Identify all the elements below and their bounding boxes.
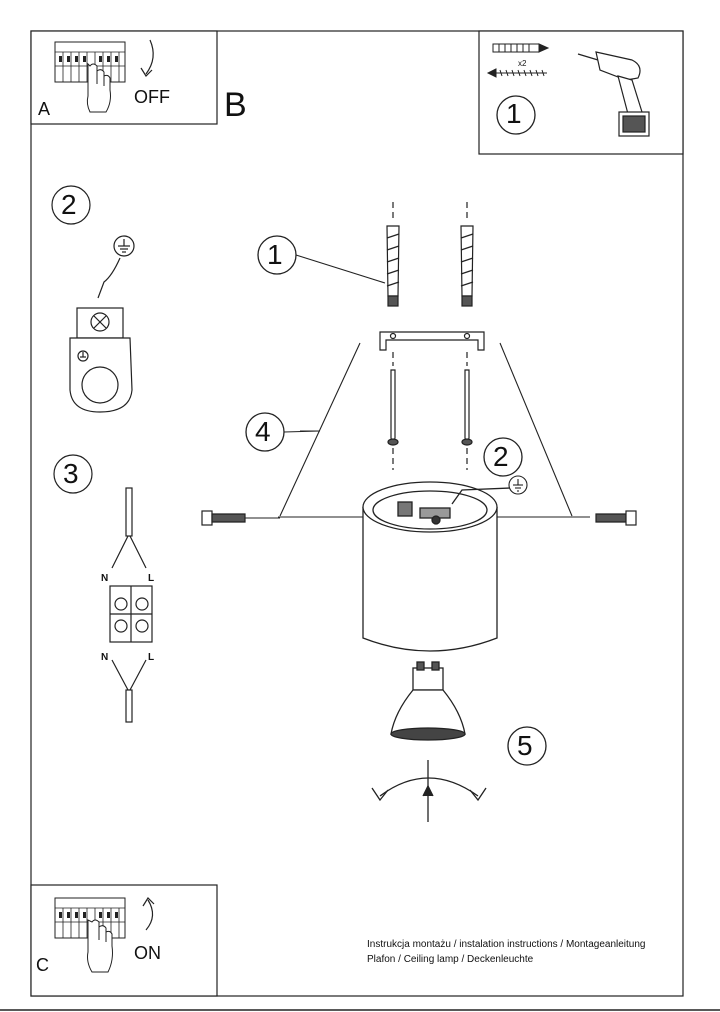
tools-quantity: x2 — [518, 59, 527, 68]
step-earth-detail-number: 2 — [61, 189, 77, 220]
step-circle — [483, 437, 523, 477]
hand-icon — [87, 919, 113, 973]
switch-down-arrow-icon — [140, 39, 154, 77]
page-frame — [30, 30, 684, 997]
ceiling-dowel-left — [386, 202, 400, 307]
panel-a-label: OFF — [134, 87, 170, 107]
gu10-bulb — [390, 661, 466, 741]
leader-cover — [283, 430, 321, 433]
footer-title: Instrukcja montażu / instalation instruc… — [367, 939, 646, 950]
lamp-body — [362, 481, 511, 652]
step-circle — [51, 185, 91, 225]
step-dowels-number: 1 — [267, 239, 283, 270]
panel-b-letter: B — [224, 86, 247, 124]
terminal-label-n-bottom: N — [101, 652, 109, 663]
twist-arrow-icon — [371, 760, 487, 822]
step-cover-number: 4 — [255, 416, 271, 447]
wiring-detail — [53, 454, 153, 723]
step-circle — [496, 95, 536, 135]
mounting-bracket — [379, 331, 485, 351]
footer-subtitle: Plafon / Ceiling lamp / Deckenleuchte — [367, 954, 534, 965]
step-bulb-number: 5 — [517, 730, 533, 761]
panel-c-switch-on — [30, 884, 218, 997]
screw-icon — [486, 68, 547, 78]
panel-c-letter: C — [36, 955, 49, 975]
earth-symbol-icon — [113, 235, 135, 257]
ceiling-dowel-right — [460, 202, 474, 307]
step-circle — [53, 454, 93, 494]
terminal-label-l-top: L — [148, 573, 155, 584]
side-screw-left — [201, 510, 246, 526]
leader-dowel — [295, 254, 386, 284]
drill-icon — [577, 51, 650, 137]
hand-icon — [86, 62, 111, 113]
panel-c-label: ON — [134, 943, 161, 963]
step-wiring-detail-number: 3 — [63, 458, 79, 489]
terminal-label-n-top: N — [101, 573, 109, 584]
tools-step-number: 1 — [506, 98, 522, 129]
screws-to-bracket — [387, 352, 473, 470]
earth-terminal-detail — [51, 185, 135, 413]
step-earth-number: 2 — [493, 441, 509, 472]
side-screw-right — [595, 510, 637, 526]
earth-symbol-icon — [508, 475, 528, 495]
panel-a-letter: A — [38, 99, 51, 119]
step-circles — [245, 95, 547, 766]
wall-plug-icon — [492, 43, 550, 53]
panel-a-switch-off — [30, 30, 218, 125]
terminal-label-l-bottom: L — [148, 652, 155, 663]
switch-up-arrow-icon — [142, 897, 155, 931]
step-circle — [507, 726, 547, 766]
panel-tools — [478, 30, 684, 155]
